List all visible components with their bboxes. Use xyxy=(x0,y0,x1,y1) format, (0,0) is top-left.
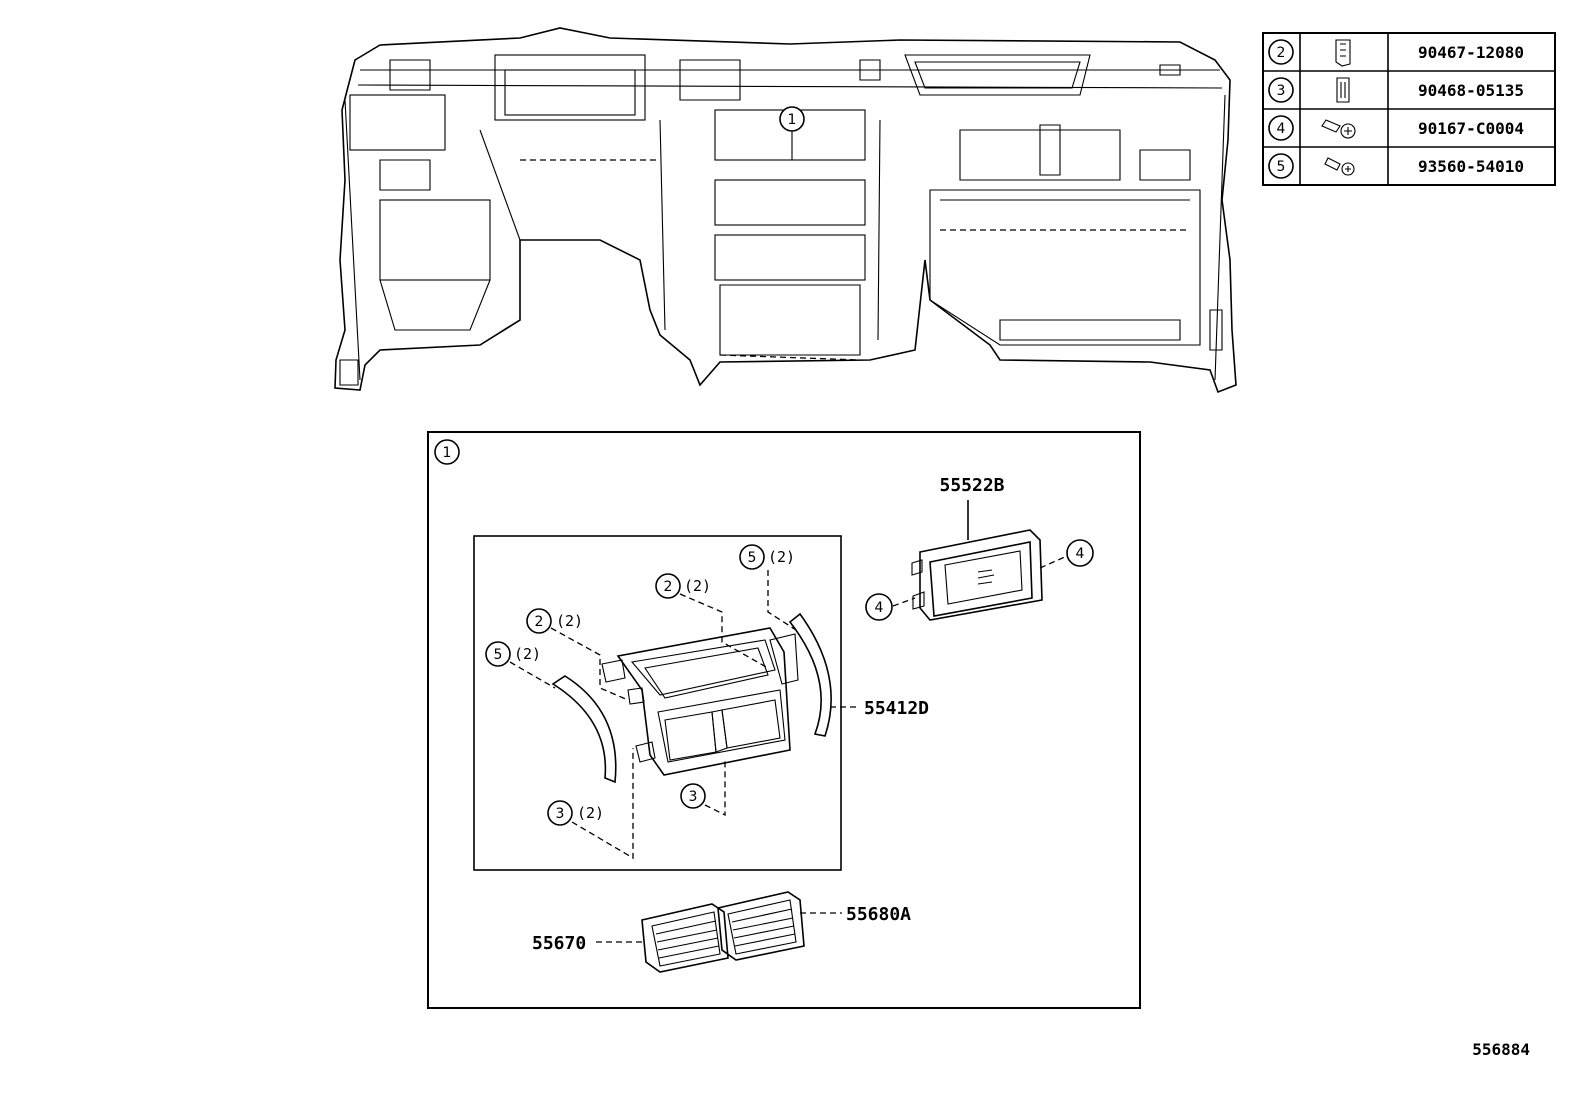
callout-5-left-qty: (2) xyxy=(514,645,541,663)
detail-panel-ref: 1 xyxy=(443,445,452,461)
fastener-part-number: 90467-12080 xyxy=(1418,43,1524,62)
clip-icon xyxy=(1335,39,1351,67)
fastener-part-number: 93560-54010 xyxy=(1418,157,1524,176)
part-55522b-drawing xyxy=(911,529,1043,621)
callout-5-top: 5 xyxy=(748,550,757,566)
right-side-garnish xyxy=(788,612,832,737)
part-55680a-drawing xyxy=(717,891,805,961)
fastener-row: 3 90468-05135 xyxy=(1268,77,1524,103)
part-55412d-drawing xyxy=(601,627,799,776)
screw-icon xyxy=(1324,157,1355,176)
callout-2-top-qty: (2) xyxy=(684,577,711,595)
callout-3-mid: 3 xyxy=(689,789,698,805)
fastener-part-number: 90468-05135 xyxy=(1418,81,1524,100)
part-label-55670: 55670 xyxy=(532,933,586,954)
fastener-table: 2 90467-12080 3 90468-05135 4 xyxy=(1262,32,1556,186)
part-55670-drawing xyxy=(641,903,729,973)
part-label-55522b: 55522B xyxy=(939,475,1004,496)
detail-panel: 1 55522B 4 4 xyxy=(427,431,1141,1009)
fastener-ref: 2 xyxy=(1277,45,1286,61)
callout-3-left-qty: (2) xyxy=(577,804,604,822)
fastener-row: 5 93560-54010 xyxy=(1268,153,1524,179)
fastener-row: 4 90167-C0004 xyxy=(1268,115,1524,141)
figure-id: 556884 xyxy=(1472,1040,1530,1059)
callout-4-right: 4 xyxy=(1076,546,1085,562)
register-subassembly-box xyxy=(473,535,842,871)
left-side-garnish xyxy=(551,675,617,784)
screw-icon xyxy=(1321,119,1356,139)
callout-4-left: 4 xyxy=(875,600,884,616)
fastener-ref: 3 xyxy=(1277,83,1286,99)
callout-5-left: 5 xyxy=(494,647,503,663)
instrument-panel-overview xyxy=(334,27,1237,394)
callout-2-left-qty: (2) xyxy=(556,612,583,630)
part-label-55412d: 55412D xyxy=(864,698,929,719)
overview-callout-1: 1 xyxy=(779,106,805,160)
callout-3-left: 3 xyxy=(556,806,565,822)
overview-callout-number: 1 xyxy=(788,112,797,128)
callout-2-top: 2 xyxy=(664,579,673,595)
fastener-ref: 4 xyxy=(1277,121,1286,137)
clip-icon xyxy=(1336,77,1350,103)
callout-5-top-qty: (2) xyxy=(768,548,795,566)
fastener-ref: 5 xyxy=(1277,159,1286,175)
fastener-row: 2 90467-12080 xyxy=(1268,39,1524,67)
callout-2-left: 2 xyxy=(535,614,544,630)
part-label-55680a: 55680A xyxy=(846,904,911,925)
fastener-part-number: 90167-C0004 xyxy=(1418,119,1524,138)
